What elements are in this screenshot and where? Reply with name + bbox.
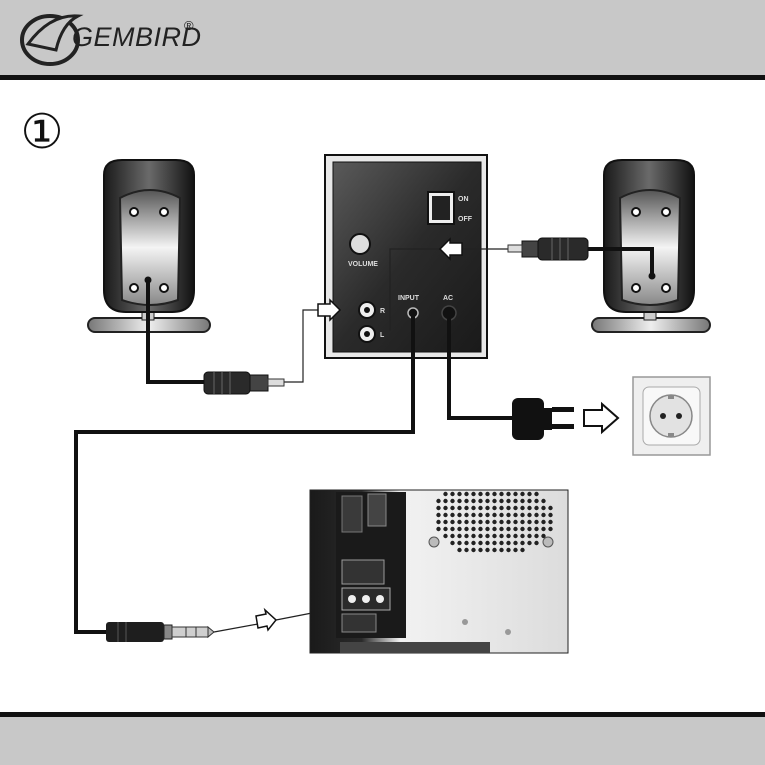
- left-rca-plug: [204, 372, 284, 394]
- step-number: ①: [20, 104, 63, 160]
- wall-socket: [633, 377, 710, 455]
- fan-grille: [436, 492, 552, 552]
- ac-label: AC: [443, 295, 453, 302]
- channel-l-label: L: [380, 332, 385, 339]
- right-rca-plug: [508, 238, 588, 260]
- right-speaker: [592, 160, 710, 332]
- channel-r-label: R: [380, 308, 385, 315]
- pc-back-panel: [310, 490, 568, 653]
- audio-jack-plug: [106, 622, 214, 642]
- volume-knob[interactable]: [350, 234, 370, 254]
- amplifier-panel: ON OFF VOLUME R L INPUT AC: [325, 155, 487, 358]
- volume-label: VOLUME: [348, 261, 378, 268]
- switch-off-label: OFF: [458, 216, 473, 223]
- arrow-right-icon: [584, 404, 618, 432]
- footer-bar: [0, 712, 765, 765]
- left-signal-wire: [284, 310, 322, 382]
- arrow-right-icon: [256, 610, 276, 630]
- switch-on-label: ON: [458, 196, 469, 203]
- power-plug: [512, 398, 574, 440]
- input-label: INPUT: [398, 295, 420, 302]
- step-number-text: ①: [20, 104, 63, 160]
